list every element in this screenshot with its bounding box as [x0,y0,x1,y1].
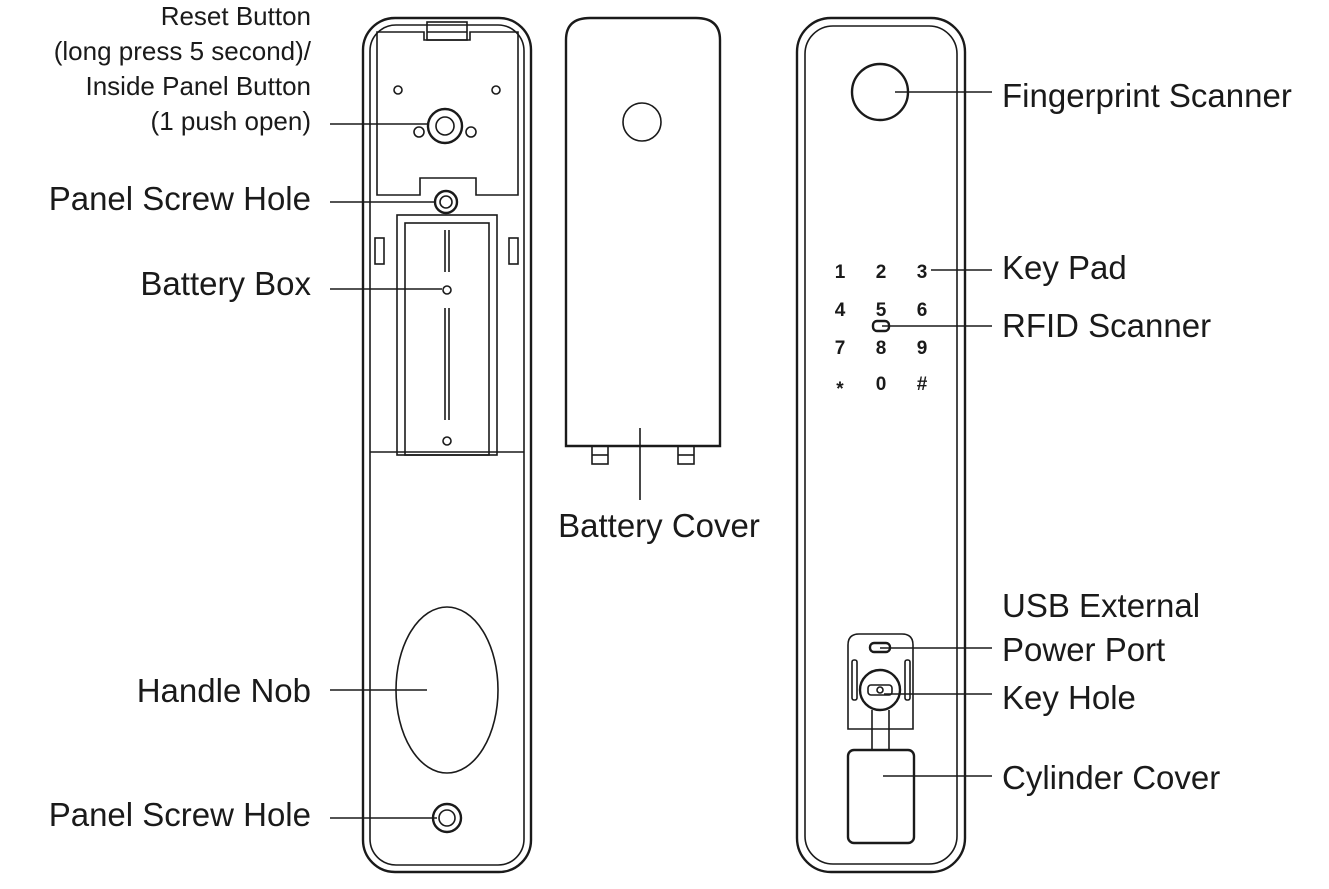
usb-keyhole-module [847,633,914,750]
inside-panel [361,16,533,874]
key-1: 1 [835,262,846,283]
key-5: 5 [876,300,887,321]
key-4: 4 [835,300,846,321]
key-2: 2 [876,262,887,283]
key-0: 0 [876,374,887,395]
cylinder-cover-shape [846,748,916,845]
label-panel-screw-hole-top: Panel Screw Hole [49,180,311,217]
key-8: 8 [876,338,887,359]
label-reset-button-line2: (long press 5 second)/ [54,36,312,66]
label-handle-nob: Handle Nob [137,672,311,709]
leader-lines [330,91,992,819]
key-9: 9 [917,338,928,359]
label-fingerprint-scanner: Fingerprint Scanner [1002,77,1292,114]
label-battery-box: Battery Box [140,265,311,302]
key-7: 7 [835,338,846,359]
label-panel-screw-hole-bottom: Panel Screw Hole [49,796,311,833]
outside-panel: 1 2 3 4 5 6 7 8 9 * 0 # [795,16,967,874]
key-hash: # [917,374,928,395]
key-hole-icon [858,668,902,712]
battery-cover-shape [564,16,722,465]
label-reset-button-line1: Reset Button [161,1,311,31]
callout-labels: Reset Button (long press 5 second)/ Insi… [49,1,1292,833]
label-usb-port-line1: USB External [1002,587,1200,624]
label-reset-button-line3: Inside Panel Button [86,71,312,101]
label-key-pad: Key Pad [1002,249,1127,286]
key-star: * [836,379,844,400]
label-key-hole: Key Hole [1002,679,1136,716]
label-usb-port-line2: Power Port [1002,631,1165,668]
keypad: 1 2 3 4 5 6 7 8 9 * 0 # [835,262,928,400]
panel-screw-hole-top-icon [433,189,459,215]
panel-screw-hole-bottom-icon [431,802,463,834]
label-battery-cover: Battery Cover [558,507,760,544]
reset-button-icon [413,107,477,145]
label-cylinder-cover: Cylinder Cover [1002,759,1220,796]
key-3: 3 [917,262,928,283]
label-reset-button-line4: (1 push open) [151,106,311,136]
battery-box-shape [396,214,498,456]
label-rfid-scanner: RFID Scanner [1002,307,1211,344]
key-6: 6 [917,300,928,321]
